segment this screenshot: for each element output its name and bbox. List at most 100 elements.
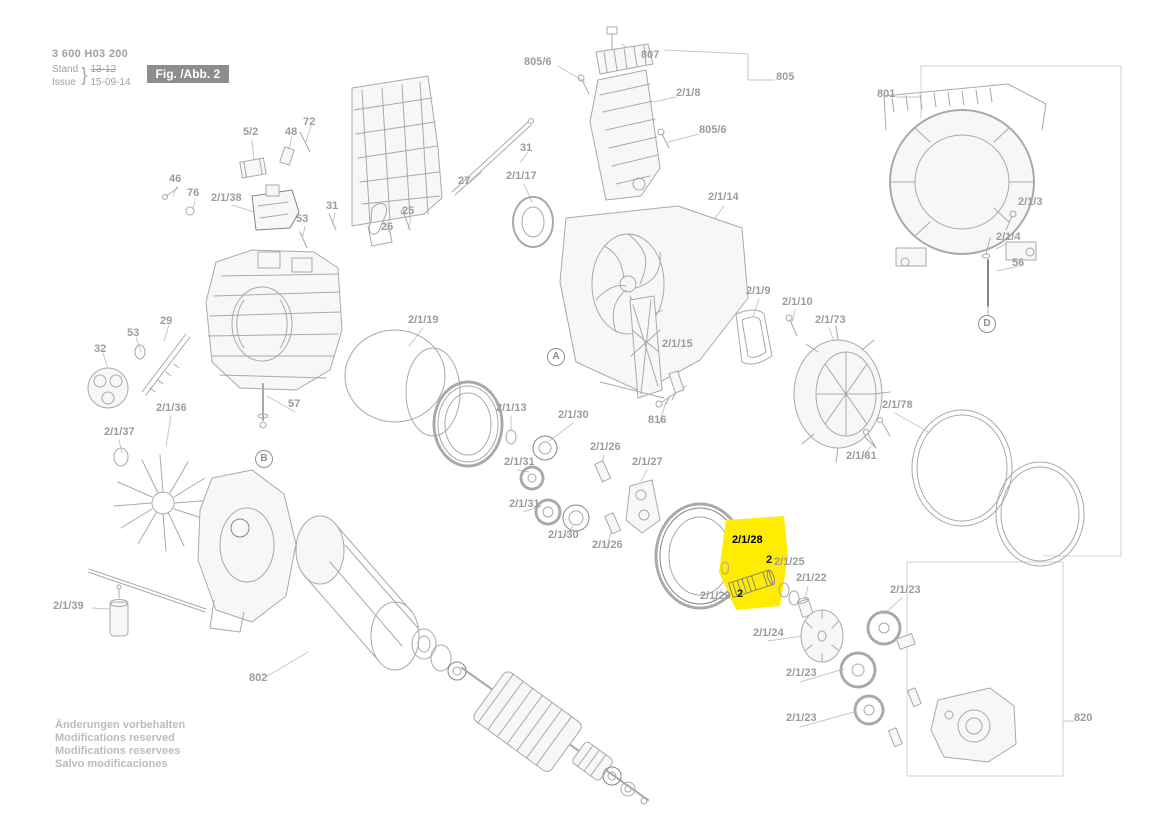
part-label-816[interactable]: 816 bbox=[648, 414, 667, 426]
part-label-2-1-24[interactable]: 2/1/24 bbox=[753, 627, 784, 639]
gear-ring-drawing bbox=[432, 380, 504, 468]
brace-glyph: } bbox=[81, 65, 88, 86]
rod-27-drawing bbox=[451, 118, 534, 196]
part-label-2-1-23[interactable]: 2/1/23 bbox=[890, 584, 921, 596]
part-label-2-1-4[interactable]: 2/1/4 bbox=[996, 231, 1021, 243]
part-label-53[interactable]: 53 bbox=[127, 327, 140, 339]
part-label-805-6[interactable]: 805/6 bbox=[699, 124, 727, 136]
part-label-57[interactable]: 57 bbox=[288, 398, 301, 410]
part-label-2-1-23[interactable]: 2/1/23 bbox=[786, 712, 817, 724]
issue-label: Issue bbox=[52, 77, 76, 88]
part-label-2-1-9[interactable]: 2/1/9 bbox=[746, 285, 771, 297]
screws-2-1-81-drawing bbox=[863, 417, 891, 449]
part-label-2[interactable]: 2 bbox=[737, 588, 744, 600]
part-label-48[interactable]: 48 bbox=[285, 126, 298, 138]
highlighted-shaft-2-1-28-drawing[interactable] bbox=[721, 561, 777, 598]
part-label-2-1-26[interactable]: 2/1/26 bbox=[592, 539, 623, 551]
part-label-2-1-10[interactable]: 2/1/10 bbox=[782, 296, 813, 308]
part-label-2-1-30[interactable]: 2/1/30 bbox=[548, 529, 579, 541]
shaft-29-drawing bbox=[141, 333, 191, 396]
part-label-31[interactable]: 31 bbox=[326, 200, 339, 212]
part-label-76[interactable]: 76 bbox=[187, 187, 200, 199]
drivetrain-small-parts-drawing bbox=[505, 429, 661, 535]
part-label-2-1-30[interactable]: 2/1/30 bbox=[558, 409, 589, 421]
issue-date: 15-09-14 bbox=[90, 77, 131, 88]
stud-2-1-15-drawing bbox=[668, 370, 685, 394]
part-label-807[interactable]: 807 bbox=[641, 49, 660, 61]
stud-57-drawing bbox=[257, 383, 269, 429]
part-label-2-1-29[interactable]: 2/1/29 bbox=[700, 590, 731, 602]
part-label-2-1-31[interactable]: 2/1/31 bbox=[509, 498, 540, 510]
clutch-bell-2-1-73-drawing bbox=[793, 325, 891, 463]
part-label-2-1-36[interactable]: 2/1/36 bbox=[156, 402, 187, 414]
part-label-2-1-23[interactable]: 2/1/23 bbox=[786, 667, 817, 679]
part-label-31[interactable]: 31 bbox=[520, 142, 533, 154]
part-label-2-1-28[interactable]: 2/1/28 bbox=[730, 534, 765, 546]
gears-2-1-23-drawing bbox=[839, 610, 922, 748]
part-label-46[interactable]: 46 bbox=[169, 173, 182, 185]
part-label-2[interactable]: 2 bbox=[766, 554, 773, 566]
fan-2-1-36-drawing bbox=[113, 454, 213, 552]
screw-2-1-10-drawing bbox=[785, 314, 798, 337]
title-block: 3 600 H03 200 Stand Issue } 13-12 15-09-… bbox=[52, 48, 230, 89]
gasket-2-1-9-drawing bbox=[735, 309, 773, 365]
ring-2-1-78-drawing bbox=[911, 409, 1013, 527]
part-label-820[interactable]: 820 bbox=[1074, 712, 1093, 724]
part-label-25[interactable]: 25 bbox=[402, 205, 415, 217]
part-label-26[interactable]: 26 bbox=[381, 221, 394, 233]
document-number: 3 600 H03 200 bbox=[52, 48, 129, 60]
part-label-27[interactable]: 27 bbox=[458, 175, 471, 187]
callout-letter-A: A bbox=[547, 348, 565, 366]
part-label-5-2[interactable]: 5/2 bbox=[243, 126, 259, 138]
part-label-801[interactable]: 801 bbox=[877, 88, 896, 100]
gearbox-820-drawing bbox=[930, 687, 1017, 763]
part-label-56[interactable]: 56 bbox=[1012, 257, 1025, 269]
part-label-2-1-27[interactable]: 2/1/27 bbox=[632, 456, 663, 468]
disclaimer-line-de: Änderungen vorbehalten bbox=[55, 719, 186, 731]
part-label-2-1-13[interactable]: 2/1/13 bbox=[496, 402, 527, 414]
part-label-2-1-8[interactable]: 2/1/8 bbox=[676, 87, 701, 99]
part-label-2-1-38[interactable]: 2/1/38 bbox=[211, 192, 242, 204]
part-label-2-1-78[interactable]: 2/1/78 bbox=[882, 399, 913, 411]
screw-2-1-3-drawing bbox=[1005, 210, 1017, 231]
tie-rod-drawing bbox=[87, 568, 207, 613]
part-label-2-1-14[interactable]: 2/1/14 bbox=[708, 191, 739, 203]
part-label-805[interactable]: 805 bbox=[776, 71, 795, 83]
bearing-ring-2-1-17-drawing bbox=[512, 196, 554, 248]
washer-53-drawing bbox=[134, 344, 146, 360]
part-label-2-1-26[interactable]: 2/1/26 bbox=[590, 441, 621, 453]
part-label-2-1-31[interactable]: 2/1/31 bbox=[504, 456, 535, 468]
disc-2-1-24-drawing bbox=[800, 609, 844, 663]
part-label-2-1-15[interactable]: 2/1/15 bbox=[662, 338, 693, 350]
part-label-2-1-17[interactable]: 2/1/17 bbox=[506, 170, 537, 182]
pin-2-1-22-drawing bbox=[797, 597, 814, 618]
part-label-2-1-22[interactable]: 2/1/22 bbox=[796, 572, 827, 584]
rotor-core-drawing bbox=[295, 515, 420, 671]
capacitor-2-1-39-drawing bbox=[109, 584, 129, 637]
pin-2-1-4-drawing bbox=[981, 237, 991, 259]
part-label-29[interactable]: 29 bbox=[160, 315, 173, 327]
disclaimer-line-fr: Modifications reservees bbox=[55, 745, 181, 757]
ring-right-drawing bbox=[995, 461, 1085, 567]
stand-label: Stand bbox=[52, 64, 79, 75]
part-label-2-1-81[interactable]: 2/1/81 bbox=[846, 450, 877, 462]
part-label-2-1-19[interactable]: 2/1/19 bbox=[408, 314, 439, 326]
part-label-2-1-39[interactable]: 2/1/39 bbox=[53, 600, 84, 612]
brush-guard-plate-drawing bbox=[351, 75, 443, 247]
part-label-72[interactable]: 72 bbox=[303, 116, 316, 128]
part-label-32[interactable]: 32 bbox=[94, 343, 107, 355]
part-label-2-1-3[interactable]: 2/1/3 bbox=[1018, 196, 1043, 208]
stator-housing-drawing bbox=[205, 249, 343, 391]
bearing-bracket-801-drawing bbox=[883, 83, 1047, 267]
part-label-2-1-25[interactable]: 2/1/25 bbox=[774, 556, 805, 568]
part-label-805-6[interactable]: 805/6 bbox=[524, 56, 552, 68]
part-label-2-1-73[interactable]: 2/1/73 bbox=[815, 314, 846, 326]
part-label-53[interactable]: 53 bbox=[296, 213, 309, 225]
disclaimer-line-en: Modifications reserved bbox=[55, 732, 175, 744]
disclaimer-line-es: Salvo modificaciones bbox=[55, 758, 168, 770]
ring-2-1-19-drawing bbox=[344, 329, 446, 423]
part-label-802[interactable]: 802 bbox=[249, 672, 268, 684]
part-label-2-1-37[interactable]: 2/1/37 bbox=[104, 426, 135, 438]
callout-letter-D: D bbox=[978, 315, 996, 333]
